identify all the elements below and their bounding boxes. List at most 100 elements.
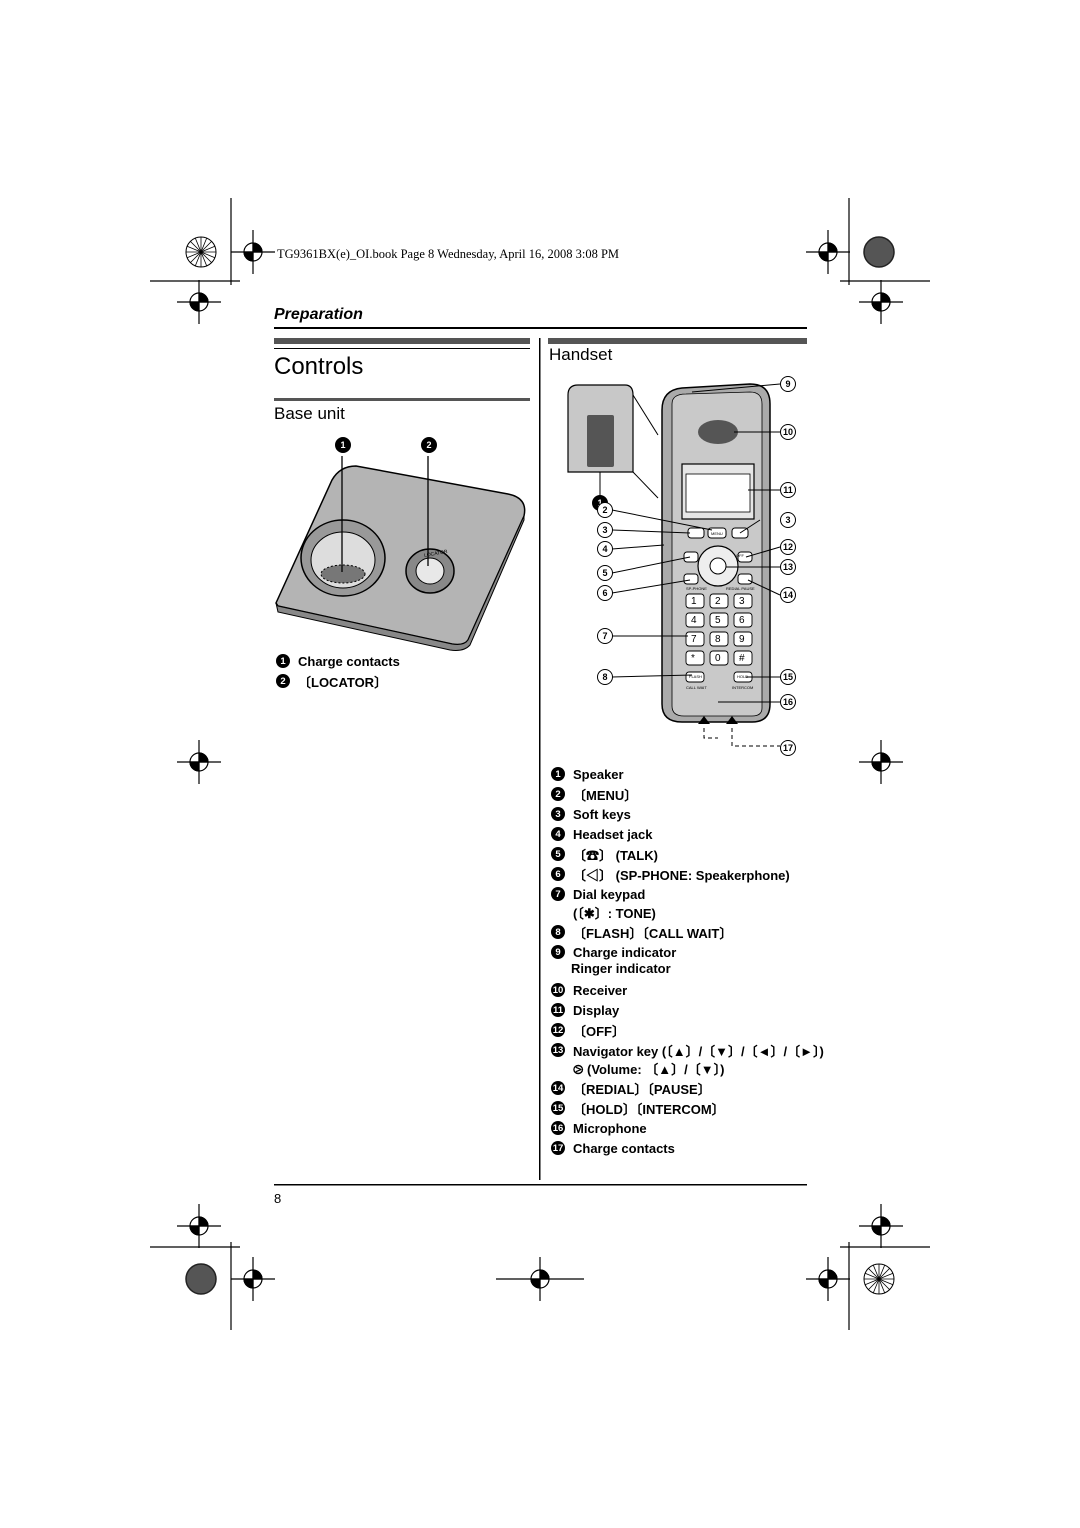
legend-item: 13 Navigator key (〔▲〕/〔▼〕/〔◄〕/〔►〕) xyxy=(551,1041,824,1059)
legend-number: 4 xyxy=(551,827,565,841)
legend-number: 2 xyxy=(551,787,565,801)
callout-4: 4 xyxy=(597,541,613,557)
handset-heading: Handset xyxy=(549,345,613,364)
legend-text: 〔FLASH〕〔CALL WAIT〕 xyxy=(573,925,733,941)
legend-text: Receiver xyxy=(573,982,628,998)
key-hash: # xyxy=(739,653,745,664)
legend-text: Soft keys xyxy=(573,806,631,822)
legend-text: 〔REDIAL〕〔PAUSE〕 xyxy=(573,1081,711,1097)
legend-number: 7 xyxy=(551,887,565,901)
legend-item: 10 Receiver xyxy=(551,981,627,999)
legend-text: Headset jack xyxy=(573,826,653,842)
base-unit-illustration xyxy=(275,456,526,651)
legend-item: 2〔MENU〕 xyxy=(551,785,637,803)
legend-continuation: ⧁ (Volume: 〔▲〕/〔▼〕) xyxy=(573,1062,725,1077)
section-label: Preparation xyxy=(274,306,363,323)
call-wait-label: CALL WAIT xyxy=(686,685,707,690)
base-unit-heading: Base unit xyxy=(274,404,345,423)
gray-dot-mark xyxy=(185,1263,217,1295)
legend-text: Speaker xyxy=(573,766,624,782)
flash-key-label: FLASH xyxy=(689,674,702,679)
legend-text: 〔LOCATOR〕 xyxy=(298,674,388,690)
key-7: 7 xyxy=(691,634,697,645)
legend-item: 15 〔HOLD〕〔INTERCOM〕 xyxy=(551,1099,725,1117)
file-header: TG9361BX(e)_OI.book Page 8 Wednesday, Ap… xyxy=(277,247,620,261)
legend-number: 14 xyxy=(551,1081,565,1095)
legend-text: Charge contacts xyxy=(573,1140,675,1156)
hold-key-label: HOLD xyxy=(737,674,749,679)
legend-text: Microphone xyxy=(573,1120,647,1136)
legend-number: 8 xyxy=(551,925,565,939)
callout-8: 8 xyxy=(597,669,613,685)
legend-number: 6 xyxy=(551,867,565,881)
legend-number: 2 xyxy=(276,674,290,688)
legend-number: 9 xyxy=(551,945,565,959)
legend-item: 7 Dial keypad xyxy=(551,885,645,903)
redial-pause-label: REDIAL PAUSE xyxy=(726,586,755,591)
legend-number: 1 xyxy=(276,654,290,668)
key-8: 8 xyxy=(715,634,721,645)
sunburst-mark xyxy=(863,1263,895,1295)
legend-number: 10 xyxy=(551,983,565,997)
legend-text: 〔◁〕 (SP-PHONE: Speakerphone) xyxy=(573,867,790,883)
legend-text: 〔OFF〕 xyxy=(573,1023,625,1039)
footer-rule xyxy=(274,1184,807,1186)
title-bar-right xyxy=(548,338,807,344)
legend-text: Display xyxy=(573,1002,620,1018)
legend-item: 1 Charge contacts xyxy=(276,652,400,670)
callout-3: 3 xyxy=(780,512,796,528)
sunburst-mark xyxy=(185,236,217,268)
legend-text: Navigator key (〔▲〕/〔▼〕/〔◄〕/〔►〕) xyxy=(573,1043,824,1059)
legend-text: Charge contacts xyxy=(298,653,400,669)
legend-text: 〔☎〕 (TALK) xyxy=(573,847,658,863)
key-1: 1 xyxy=(691,596,697,607)
legend-item: 4 Headset jack xyxy=(551,825,653,843)
legend-item: 8 〔FLASH〕〔CALL WAIT〕 xyxy=(551,923,732,941)
legend-item: 3 Soft keys xyxy=(551,805,631,823)
legend-item: 12〔OFF〕 xyxy=(551,1021,625,1039)
section-rule xyxy=(274,327,807,329)
column-divider xyxy=(539,338,541,1180)
key-4: 4 xyxy=(691,615,697,626)
key-0: 0 xyxy=(715,653,721,664)
registration-target xyxy=(177,230,903,1301)
callout-6: 6 xyxy=(597,585,613,601)
title-bar-left xyxy=(274,338,530,344)
legend-number: 3 xyxy=(551,807,565,821)
key-star: * xyxy=(691,653,695,664)
menu-key-label: MENU xyxy=(711,531,723,536)
callout-11: 11 xyxy=(780,482,796,498)
legend-item: 16 Microphone xyxy=(551,1119,647,1137)
intercom-label: INTERCOM xyxy=(732,685,754,690)
legend-number: 15 xyxy=(551,1101,565,1115)
callout-16: 16 xyxy=(780,694,796,710)
off-key-label: OFF xyxy=(736,553,744,558)
legend-number: 17 xyxy=(551,1141,565,1155)
legend-text: 〔HOLD〕〔INTERCOM〕 xyxy=(573,1101,725,1117)
callout-2: 2 xyxy=(597,502,613,518)
callout-14: 14 xyxy=(780,587,796,603)
legend-text: Dial keypad xyxy=(573,886,646,902)
callout-13: 13 xyxy=(780,559,796,575)
callout-2: 2 xyxy=(421,437,437,453)
handset-illustration xyxy=(567,383,781,747)
legend-item: 14 〔REDIAL〕〔PAUSE〕 xyxy=(551,1079,711,1097)
sp-phone-label: SP-PHONE xyxy=(686,586,707,591)
legend-item: 5 〔☎〕 (TALK) xyxy=(551,845,658,863)
callout-7: 7 xyxy=(597,628,613,644)
subheading-rule xyxy=(274,398,530,401)
callout-10: 10 xyxy=(780,424,796,440)
key-9: 9 xyxy=(739,634,745,645)
callout-15: 15 xyxy=(780,669,796,685)
legend-continuation: Ringer indicator xyxy=(571,961,671,976)
legend-number: 13 xyxy=(551,1043,565,1057)
key-5: 5 xyxy=(715,615,721,626)
legend-number: 16 xyxy=(551,1121,565,1135)
legend-item: 6 〔◁〕 (SP-PHONE: Speakerphone) xyxy=(551,865,790,883)
callout-12: 12 xyxy=(780,539,796,555)
callout-5: 5 xyxy=(597,565,613,581)
legend-number: 5 xyxy=(551,847,565,861)
